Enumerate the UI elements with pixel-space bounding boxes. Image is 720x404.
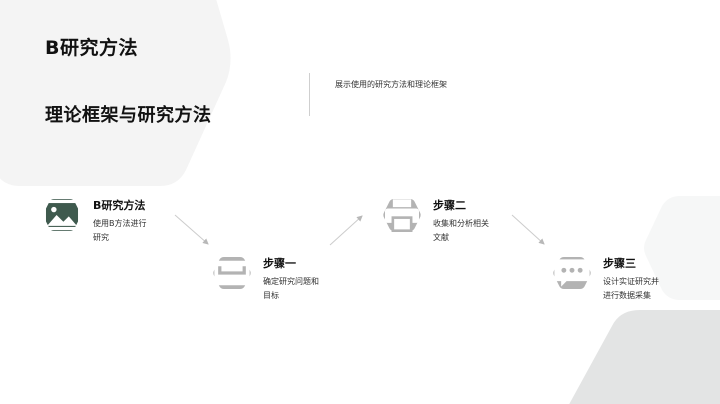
step-desc-line: 文献 (433, 233, 449, 242)
step-hexagon (383, 198, 421, 232)
step-hexagon (43, 198, 81, 232)
printer-icon (383, 198, 421, 232)
step-description: 使用B方法进行 研究 (93, 217, 163, 245)
step-hexagon (213, 256, 251, 290)
title-divider (309, 73, 310, 116)
step-hexagon (553, 256, 591, 290)
inbox-icon (213, 256, 251, 290)
image-icon (43, 198, 81, 232)
subtitle: 展示使用的研究方法和理论框架 (335, 80, 447, 89)
section-title: B研究方法 (45, 37, 138, 59)
step-title: B研究方法 (93, 199, 146, 212)
step-title: 步骤一 (263, 257, 296, 270)
bg-hexagon-top-left (0, 0, 231, 186)
step-desc-line: 研究 (93, 233, 109, 242)
bg-hexagon-right (644, 196, 720, 300)
step-description: 设计实证研究并 进行数据采集 (603, 275, 673, 303)
step-description: 收集和分析相关 文献 (433, 217, 503, 245)
main-title: 理论框架与研究方法 (45, 105, 212, 126)
step-desc-line: 设计实证研究并 (603, 277, 659, 286)
bg-hexagon-bottom-right (569, 310, 720, 404)
step-description: 确定研究问题和 目标 (263, 275, 333, 303)
step-title: 步骤二 (433, 199, 466, 212)
step-desc-line: 收集和分析相关 (433, 219, 489, 228)
step-desc-line: 进行数据采集 (603, 291, 651, 300)
step-desc-line: 目标 (263, 291, 279, 300)
chat-icon (553, 256, 591, 290)
step-desc-line: 确定研究问题和 (263, 277, 319, 286)
step-title: 步骤三 (603, 257, 636, 270)
step-desc-line: 使用B方法进行 (93, 219, 147, 228)
